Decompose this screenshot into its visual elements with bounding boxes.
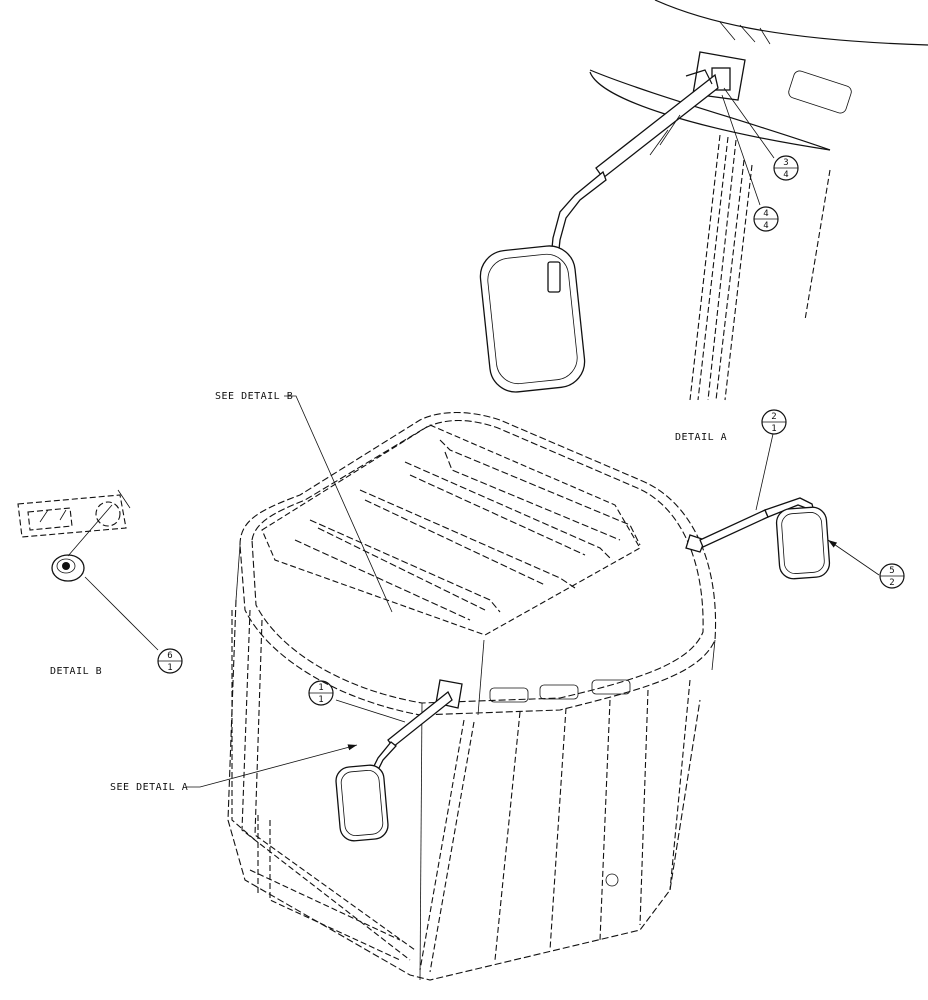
svg-text:2: 2 xyxy=(771,412,776,422)
svg-text:4: 4 xyxy=(783,170,788,180)
svg-text:5: 5 xyxy=(889,566,894,576)
detail-a-label: DETAIL A xyxy=(675,432,727,443)
svg-text:4: 4 xyxy=(763,209,768,219)
svg-text:6: 6 xyxy=(167,651,172,661)
item-balloon-6-1: 6 1 xyxy=(157,648,183,674)
see-detail-a-label: SEE DETAIL A xyxy=(110,782,188,793)
svg-text:2: 2 xyxy=(889,578,894,588)
svg-text:1: 1 xyxy=(167,663,172,673)
cab-assembly xyxy=(227,411,831,981)
svg-text:1: 1 xyxy=(318,683,323,693)
item-balloon-5-2: 5 2 xyxy=(879,563,905,589)
item-balloon-1-1: 1 1 xyxy=(308,680,334,706)
item-balloon-2-1: 2 1 xyxy=(761,409,787,435)
item-balloon-3-4: 3 4 xyxy=(773,155,799,181)
svg-text:3: 3 xyxy=(783,158,788,168)
detail-b-light-assembly xyxy=(17,489,159,651)
detail-a-enlarged-view xyxy=(479,0,928,401)
svg-text:1: 1 xyxy=(771,424,776,434)
item-balloon-4-4: 4 4 xyxy=(753,206,779,232)
see-detail-b-label: SEE DETAIL B xyxy=(215,391,293,402)
svg-text:4: 4 xyxy=(763,221,768,231)
svg-text:1: 1 xyxy=(318,695,323,705)
leader-lines xyxy=(186,395,880,788)
detail-b-label: DETAIL B xyxy=(50,666,102,677)
